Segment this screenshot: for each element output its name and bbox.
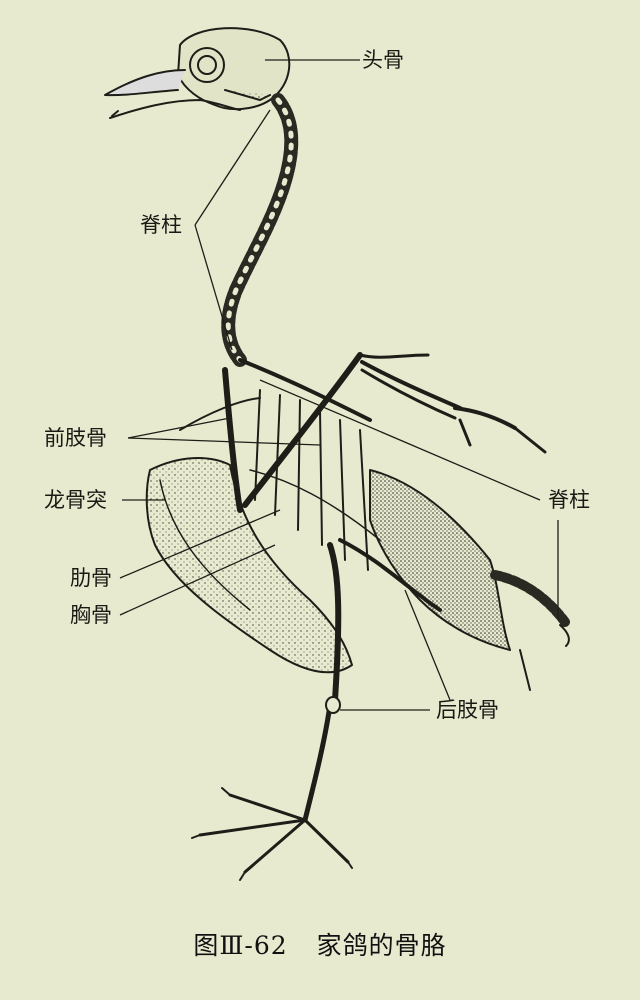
leader-spine-neck-2 bbox=[194, 224, 233, 351]
neck-vertebrae bbox=[221, 93, 299, 367]
label-spine-neck: 脊柱 bbox=[140, 213, 182, 237]
label-forelimb: 前肢骨 bbox=[44, 426, 107, 450]
leader-sternum bbox=[119, 544, 276, 616]
label-hindlimb: 后肢骨 bbox=[436, 698, 499, 722]
caption-title: 家鸽的骨胳 bbox=[316, 931, 447, 960]
label-spine-tail: 脊柱 bbox=[548, 488, 590, 512]
leader-hindlimb-2 bbox=[404, 589, 451, 701]
skull-shape bbox=[104, 27, 291, 119]
leader-forelimb-1 bbox=[127, 417, 231, 439]
label-sternum: 胸骨 bbox=[70, 603, 112, 627]
figure-caption: 图Ⅲ-62 家鸽的骨胳 bbox=[0, 926, 640, 962]
label-keel: 龙骨突 bbox=[44, 488, 107, 512]
label-skull: 头骨 bbox=[362, 48, 404, 72]
leader-forelimb-2 bbox=[127, 437, 321, 446]
hindlimb-bones bbox=[302, 538, 442, 823]
leader-spine-neck bbox=[194, 109, 271, 226]
leader-spine-tail-1 bbox=[259, 379, 541, 501]
ribcage bbox=[238, 358, 381, 571]
forelimb-bones bbox=[179, 352, 547, 513]
pelvis-tail bbox=[369, 469, 570, 691]
leader-rib bbox=[119, 509, 281, 579]
foot bbox=[191, 787, 353, 881]
label-rib: 肋骨 bbox=[70, 566, 112, 590]
caption-number: 图Ⅲ-62 bbox=[193, 931, 288, 960]
